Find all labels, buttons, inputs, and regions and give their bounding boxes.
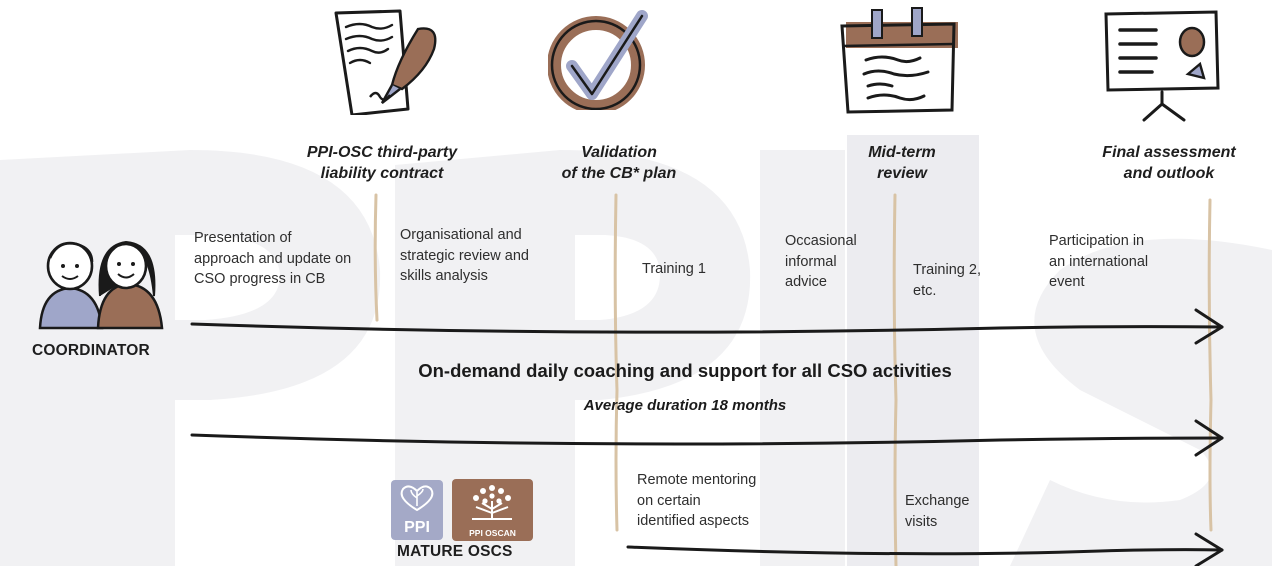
checkmark-icon [548,10,648,110]
milestone-guide-3 [892,193,898,566]
activity-line: advice [785,274,827,290]
milestone-title-line: Validation [581,144,657,161]
activity-line: approach and update on [194,250,352,267]
mature-activity-2: Exchange visits [905,491,970,532]
milestone-title-line: Mid-term [868,144,936,161]
tree-people-icon [472,485,512,520]
activity-line: visits [905,513,938,530]
activity-line: skills analysis [400,268,488,284]
coordinator-label: COORDINATOR [32,342,150,359]
milestone-title-line: of the CB* plan [561,165,677,182]
activity-line: event [1049,274,1085,290]
milestone-title-4: Final assessment and outlook [1090,142,1248,184]
activity-line: strategic review and [400,247,529,264]
activity-line: CSO progress in CB [194,271,326,287]
activity-line: Remote mentoring [637,472,757,488]
activity-line: on certain [637,492,701,509]
mature-arrow [626,532,1224,566]
coordinator-arrow [190,308,1224,345]
coordinator-activity-5: Training 2, etc. [913,260,981,301]
activity-line: Training 2, [913,262,981,278]
ppi-oscan-logo: PPI OSCAN [452,479,533,541]
coordinator-activity-1: Presentation of approach and update on C… [194,228,351,290]
calendar-notes-icon [840,7,958,114]
milestone-title-line: Final assessment [1102,144,1236,161]
activity-line: identified aspects [637,513,750,529]
coordinator-people-icon [38,240,164,330]
coordinator-activity-2: Organisational and strategic review and … [400,225,529,287]
coordinator-activity-3: Training 1 [642,259,706,280]
milestone-title-line: liability contract [320,165,444,182]
milestone-title-2: Validation of the CB* plan [518,142,720,184]
milestone-title-line: and outlook [1123,165,1215,182]
activity-line: etc. [913,282,937,299]
contract-signing-icon [334,9,437,115]
milestone-title-line: PPI-OSC third-party [306,144,458,161]
milestone-guide-2 [613,193,619,532]
presentation-board-icon [1104,10,1220,122]
milestone-title-1: PPI-OSC third-party liability contract [296,142,468,184]
activity-line: Organisational and [400,227,522,243]
coordinator-activity-6: Participation in an international event [1049,231,1148,293]
activity-line: Occasional [785,233,857,249]
ppi-logo-text: PPI [404,519,430,536]
activity-line: Participation in [1049,233,1145,249]
milestone-guide-1 [373,193,379,322]
activity-line: Exchange [905,493,970,509]
milestone-guide-4 [1207,198,1213,532]
activity-line: Presentation of [194,230,292,246]
coordinator-activity-4: Occasional informal advice [785,231,857,293]
activity-line: informal [785,253,837,270]
duration-arrow [190,419,1224,457]
milestone-title-3: Mid-term review [846,142,958,184]
ppi-oscan-logo-text: PPI OSCAN [469,528,516,538]
coaching-headline: On-demand daily coaching and support for… [418,360,952,381]
milestone-title-line: review [877,165,927,182]
ppi-logo: PPI [391,480,443,540]
activity-line: Training 1 [642,261,706,277]
mature-activity-1: Remote mentoring on certain identified a… [637,470,756,532]
duration-subline: Average duration 18 months [583,397,787,414]
heart-leaf-icon [400,485,434,512]
activity-line: an international [1049,253,1149,270]
mature-oscs-label: MATURE OSCS [397,543,513,560]
